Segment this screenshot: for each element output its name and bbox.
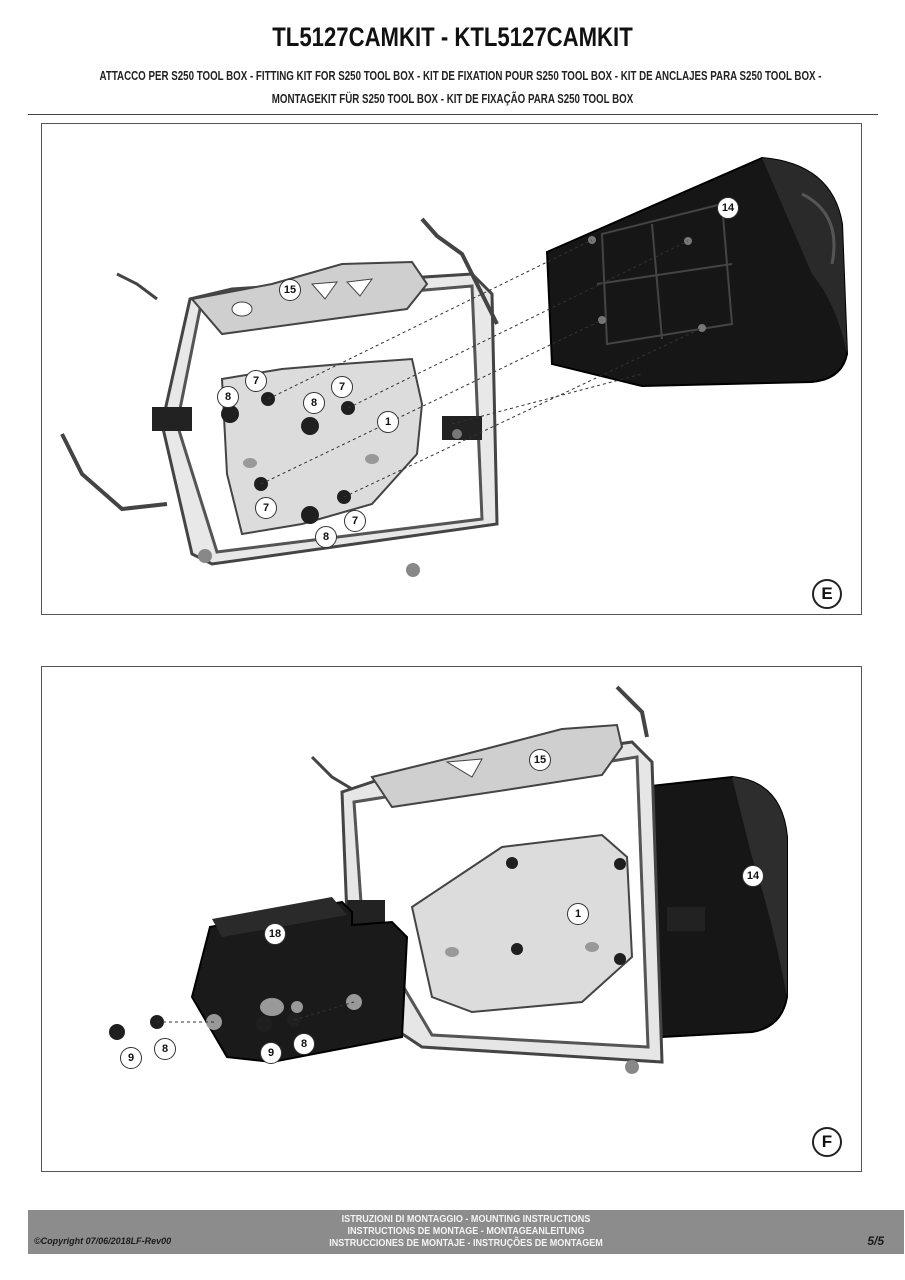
callout-8a: 8 (154, 1038, 176, 1060)
dashed-guide-lines (260, 239, 703, 498)
diagram-panel-f: 15 14 1 18 9 8 9 8 F (41, 666, 862, 1172)
callout-9b: 9 (260, 1042, 282, 1064)
footer-instructions: ISTRUZIONI DI MONTAGGIO - MOUNTING INSTR… (28, 1213, 904, 1249)
callout-7d: 7 (344, 510, 366, 532)
footer-line-1: ISTRUZIONI DI MONTAGGIO - MOUNTING INSTR… (341, 1213, 591, 1225)
callout-14: 14 (717, 197, 739, 219)
subtitle-line-2: MONTAGEKIT FÜR S250 TOOL BOX - KIT DE FI… (271, 92, 634, 106)
bolt-hardware (198, 392, 462, 577)
subtitle-line-1: ATTACCO PER S250 TOOL BOX - FITTING KIT … (99, 69, 822, 83)
callout-8a: 8 (217, 386, 239, 408)
callout-8c: 8 (315, 526, 337, 548)
callout-18: 18 (264, 923, 286, 945)
callout-1: 1 (377, 411, 399, 433)
bolt-hardware (109, 1013, 301, 1040)
callout-8b: 8 (293, 1033, 315, 1055)
callout-1: 1 (567, 903, 589, 925)
assembled-view-f (109, 685, 788, 1074)
callout-15: 15 (279, 279, 301, 301)
mounting-plate-illustration (347, 833, 705, 1074)
callout-7a: 7 (245, 370, 267, 392)
top-bracket-illustration (190, 260, 429, 336)
diagram-panel-e: 14 15 1 7 8 7 8 7 7 8 E (41, 123, 862, 615)
callout-14: 14 (742, 865, 764, 887)
dashed-guide-lines (157, 1001, 355, 1023)
tool-box-illustration (545, 156, 849, 388)
callout-9a: 9 (120, 1047, 142, 1069)
footer-line-2: INSTRUCTIONS DE MONTAGE - MONTAGEANLEITU… (347, 1225, 585, 1237)
footer-line-3: INSTRUCCIONES DE MONTAJE - INSTRUÇÕES DE… (329, 1237, 603, 1249)
callout-8b: 8 (303, 392, 325, 414)
document-title: TL5127CAMKIT - KTL5127CAMKIT (272, 22, 633, 52)
callout-7c: 7 (255, 497, 277, 519)
base-plate-illustration (190, 897, 409, 1064)
footer-bar: ISTRUZIONI DI MONTAGGIO - MOUNTING INSTR… (28, 1210, 904, 1254)
page-number: 5/5 (867, 1234, 884, 1248)
exploded-view-e (60, 156, 849, 577)
copyright-text: ©Copyright 07/06/2018LF-Rev00 (34, 1236, 172, 1246)
top-bracket-illustration (370, 723, 624, 809)
callout-7b: 7 (331, 376, 353, 398)
panel-letter-e: E (812, 579, 842, 609)
header-rule (28, 114, 878, 115)
panel-letter-f: F (812, 1127, 842, 1157)
callout-15: 15 (529, 749, 551, 771)
